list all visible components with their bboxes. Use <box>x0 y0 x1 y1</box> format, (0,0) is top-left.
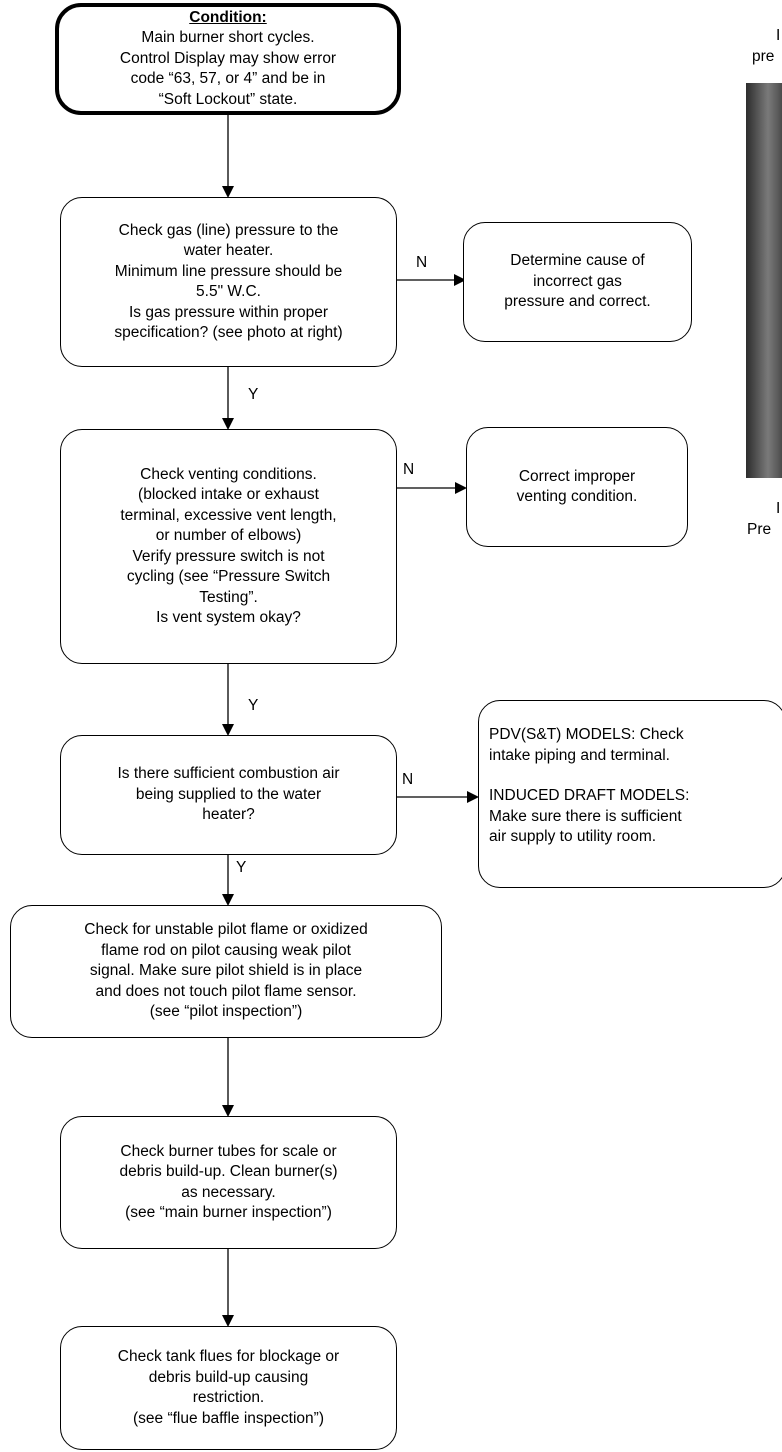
burner-line: (see “main burner inspection”) <box>125 1204 332 1221</box>
condition-line: Control Display may show error <box>119 49 337 67</box>
photo-caption-bottom: Pre <box>747 521 772 538</box>
flue-check-box: Check tank flues for blockage or debris … <box>60 1326 397 1450</box>
flue-line: (see “flue baffle inspection”) <box>133 1409 324 1427</box>
air-action-line: INDUCED DRAFT MODELS: <box>489 787 690 804</box>
pilot-line: Check for unstable pilot flame or oxidiz… <box>84 921 368 939</box>
burner-check-box: Check burner tubes for scale or debris b… <box>60 1116 397 1249</box>
vent-line: (blocked intake or exhaust <box>138 486 319 503</box>
combustion-air-action-box: PDV(S&T) MODELS: Check intake piping and… <box>478 700 782 888</box>
air-action-line: air supply to utility room. <box>489 828 657 845</box>
combustion-air-check-box: Is there sufficient combustion air being… <box>60 735 397 855</box>
vent-line: Check venting conditions. <box>140 465 317 483</box>
venting-action-box: Correct improper venting condition. <box>466 427 688 547</box>
air-line: being supplied to the water <box>135 785 322 803</box>
air-action-line: PDV(S&T) MODELS: Check <box>489 726 684 743</box>
gas-pressure-check-box: Check gas (line) pressure to the water h… <box>60 197 397 367</box>
pilot-line: signal. Make sure pilot shield is in pla… <box>89 962 363 980</box>
venting-check-box: Check venting conditions. (blocked intak… <box>60 429 397 664</box>
vent-line: Is vent system okay? <box>156 609 301 626</box>
photo-caption-bottom: I <box>776 500 781 517</box>
condition-line: code “63, 57, or 4” and be in <box>130 70 326 88</box>
vent-line: cycling (see “Pressure Switch <box>126 568 331 585</box>
gas-action-line: incorrect gas <box>533 272 622 290</box>
condition-title: Condition: <box>189 8 267 26</box>
no-label-air: N <box>402 771 414 788</box>
vent-line: terminal, excessive vent length, <box>120 506 337 524</box>
gas-pressure-action-box: Determine cause of incorrect gas pressur… <box>463 222 692 342</box>
flue-line: restriction. <box>192 1389 265 1406</box>
pilot-line: flame rod on pilot causing weak pilot <box>101 941 351 959</box>
air-action-line: intake piping and terminal. <box>489 746 670 764</box>
vent-line: Verify pressure switch is not <box>132 547 325 565</box>
flue-line: debris build-up causing <box>148 1368 309 1386</box>
burner-line: Check burner tubes for scale or <box>120 1142 337 1160</box>
vent-line: or number of elbows) <box>155 527 302 544</box>
gas-line: 5.5" W.C. <box>196 283 261 300</box>
gas-action-line: Determine cause of <box>510 252 645 270</box>
condition-box: Condition: Main burner short cycles. Con… <box>55 3 401 115</box>
gas-line: specification? (see photo at right) <box>114 324 343 341</box>
gas-line: Check gas (line) pressure to the <box>118 221 339 239</box>
photo-caption-top: pre <box>752 48 775 65</box>
pilot-line: (see “pilot inspection”) <box>149 1003 303 1021</box>
photo-caption-top: I <box>776 27 781 44</box>
yes-label-vent: Y <box>248 697 259 714</box>
burner-line: debris build-up. Clean burner(s) <box>119 1163 338 1180</box>
condition-line: “Soft Lockout” state. <box>158 90 298 108</box>
no-label-vent: N <box>403 461 415 478</box>
yes-label-gas: Y <box>248 386 259 403</box>
vent-action-line: Correct improper <box>518 467 636 485</box>
flue-line: Check tank flues for blockage or <box>117 1348 340 1365</box>
burner-line: as necessary. <box>181 1183 276 1201</box>
yes-label-air: Y <box>236 859 247 876</box>
no-label-gas: N <box>416 254 428 271</box>
pilot-check-box: Check for unstable pilot flame or oxidiz… <box>10 905 442 1038</box>
vent-action-line: venting condition. <box>516 488 638 505</box>
pilot-line: and does not touch pilot flame sensor. <box>95 982 357 1000</box>
gas-pressure-photo <box>746 83 782 478</box>
air-action-line: Make sure there is sufficient <box>489 807 682 825</box>
gas-line: Minimum line pressure should be <box>114 262 343 280</box>
gas-line: water heater. <box>183 242 274 259</box>
gas-action-line: pressure and correct. <box>504 293 651 311</box>
gas-line: Is gas pressure within proper <box>128 303 328 321</box>
air-line: heater? <box>202 806 255 824</box>
air-line: Is there sufficient combustion air <box>117 765 340 783</box>
condition-line: Main burner short cycles. <box>141 29 315 47</box>
vent-line: Testing”. <box>199 588 258 606</box>
